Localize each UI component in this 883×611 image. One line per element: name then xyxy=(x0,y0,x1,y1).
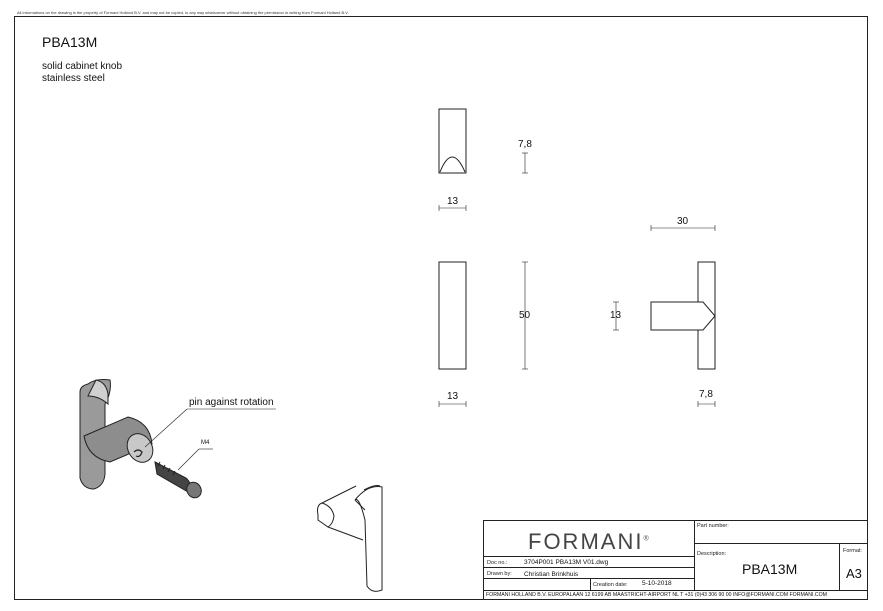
drawing-frame xyxy=(14,16,868,600)
product-code: PBA13M xyxy=(42,34,98,50)
side-length-label: 30 xyxy=(677,216,689,227)
top-width-label: 13 xyxy=(447,196,459,207)
isometric-knob-shaded xyxy=(79,379,202,499)
part-number-value: PBA13M xyxy=(742,561,798,577)
front-height-label: 50 xyxy=(519,310,531,321)
doc-no-value: 3704P001 PBA13M V01.dwg xyxy=(524,559,609,566)
top-view xyxy=(438,108,467,174)
part-number-label: Part number: xyxy=(697,523,729,529)
product-description-line1: solid cabinet knob xyxy=(42,61,123,72)
title-block: FORMANI® Part number: Description: Forma… xyxy=(483,520,868,600)
top-width-dimension xyxy=(438,205,467,211)
formani-logo: FORMANI® xyxy=(528,529,649,554)
pin-leader-diag xyxy=(144,408,188,448)
pin-callout: pin against rotation xyxy=(189,397,274,408)
side-depth-dimension xyxy=(697,401,716,407)
isometric-knob-outline xyxy=(317,485,383,592)
doc-no-label: Doc no.: xyxy=(487,560,508,566)
front-width-label: 13 xyxy=(447,391,459,402)
creation-date-value: 5-10-2018 xyxy=(642,580,672,587)
screw-callout: M4 xyxy=(201,440,210,446)
company-footer: FORMANI HOLLAND B.V. EUROPALAAN 12 6199 … xyxy=(486,592,827,598)
front-view xyxy=(438,261,467,370)
drawn-by-value: Christian Brinkhuis xyxy=(524,571,579,578)
copyright-notice: All informations on the drawing is the p… xyxy=(17,10,349,15)
creation-date-label: Creation date: xyxy=(593,582,628,588)
product-description-line2: stainless steel xyxy=(42,73,105,84)
screw-leader-diag xyxy=(177,448,200,471)
top-height-label: 7,8 xyxy=(518,139,532,150)
description-label: Description: xyxy=(697,551,727,557)
top-height-dimension xyxy=(522,152,528,174)
side-depth-label: 7,8 xyxy=(699,389,713,400)
side-height-dimension xyxy=(613,301,619,331)
format-value: A3 xyxy=(846,566,862,581)
format-label: Format: xyxy=(843,548,862,554)
side-height-label: 13 xyxy=(610,310,622,321)
side-view xyxy=(650,261,716,370)
front-width-dimension xyxy=(438,401,467,407)
drawn-by-label: Drawn by: xyxy=(487,571,512,577)
front-height-dimension xyxy=(522,261,528,370)
side-length-dimension xyxy=(650,225,716,231)
